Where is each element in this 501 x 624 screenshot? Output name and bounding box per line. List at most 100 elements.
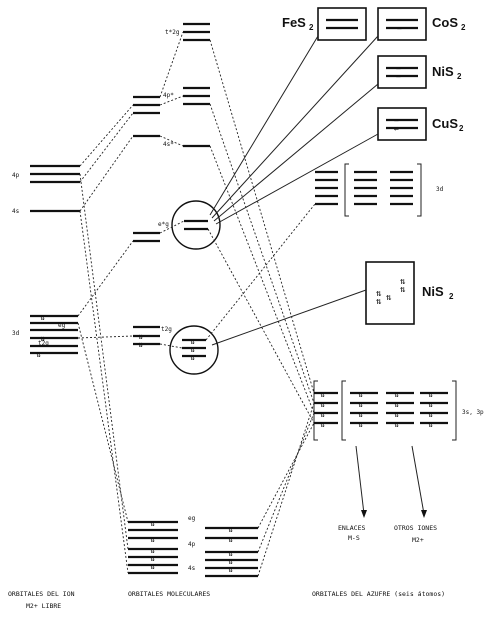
nis2-mid-box bbox=[365, 261, 415, 325]
label-4s-bottom: 4s bbox=[188, 565, 196, 572]
cus2-box bbox=[377, 107, 427, 141]
nis2-mid-sub: 2 bbox=[449, 292, 454, 301]
svg-text:⇅: ⇅ bbox=[320, 410, 325, 419]
t2g-circle bbox=[169, 325, 219, 375]
fes2-sub: 2 bbox=[309, 23, 314, 32]
svg-text:⇅: ⇅ bbox=[138, 340, 143, 349]
mo-left-stacks: ⇅ ⇅ bbox=[133, 95, 160, 349]
svg-text:⇅: ⇅ bbox=[150, 519, 155, 528]
caption-ion-line1: ORBITALES DEL ION bbox=[8, 590, 75, 598]
svg-text:⇅: ⇅ bbox=[428, 390, 433, 399]
svg-text:⇅: ⇅ bbox=[428, 400, 433, 409]
svg-text:⇅: ⇅ bbox=[320, 420, 325, 429]
svg-text:⇅: ⇅ bbox=[228, 535, 233, 544]
label-sulfur-3s3p: 3s, 3p bbox=[462, 409, 484, 416]
label-t2g-star: t*2g bbox=[165, 29, 180, 36]
captions: ORBITALES DEL ION M2+ LIBRE ORBITALES MO… bbox=[8, 590, 445, 610]
svg-text:⇅: ⇅ bbox=[138, 332, 143, 341]
label-eg-left: eg bbox=[58, 322, 66, 329]
nis2-top-group: ⇀ ↼ NiS 2 bbox=[377, 55, 462, 89]
nis2-top-label: NiS bbox=[432, 64, 454, 79]
enlaces-line1: ENLACES bbox=[338, 524, 365, 532]
label-eg-star: e*g bbox=[158, 221, 169, 228]
sulfur-3d-group: 3d bbox=[315, 163, 444, 217]
cos2-group: ↼ CoS 2 bbox=[377, 7, 466, 41]
svg-text:⇅: ⇅ bbox=[36, 350, 41, 359]
otros-line1: OTROS IONES bbox=[394, 524, 437, 532]
nis2-mid-group: ⇅ ⇅ ⇅ ⇅ ⇅ NiS 2 bbox=[365, 261, 454, 325]
svg-text:⇅: ⇅ bbox=[40, 313, 45, 322]
cos2-box bbox=[377, 7, 427, 41]
cos2-label: CoS bbox=[432, 15, 458, 30]
svg-text:⇅: ⇅ bbox=[228, 565, 233, 574]
svg-text:⇅: ⇅ bbox=[358, 390, 363, 399]
otros-line2: M2+ bbox=[412, 536, 424, 544]
cus2-group: ⇀ ⇌ CuS 2 bbox=[377, 107, 464, 141]
svg-text:⇅: ⇅ bbox=[394, 420, 399, 429]
svg-text:⇅: ⇅ bbox=[190, 353, 195, 362]
nis2-top-box bbox=[377, 55, 427, 89]
cus2-sub: 2 bbox=[459, 124, 464, 133]
svg-text:⇅: ⇅ bbox=[376, 289, 382, 299]
nis2-top-sub: 2 bbox=[457, 72, 462, 81]
free-ion-levels: 4p 4s 3d eg t2g ⇅ ⇅ ⇅ bbox=[12, 164, 80, 359]
svg-text:⇅: ⇅ bbox=[358, 420, 363, 429]
svg-text:⇅: ⇅ bbox=[394, 390, 399, 399]
bonding-stacks: ⇅ ⇅ ⇅ ⇅ ⇅ ⇅ ⇅ ⇅ ⇅ ⇅ eg 4p 4s bbox=[128, 515, 258, 578]
label-sulfur-3d: 3d bbox=[436, 186, 444, 193]
svg-text:⇅: ⇅ bbox=[428, 420, 433, 429]
svg-text:⇅: ⇅ bbox=[320, 390, 325, 399]
cus2-label: CuS bbox=[432, 116, 458, 131]
svg-text:⇅: ⇅ bbox=[358, 410, 363, 419]
svg-text:⇅: ⇅ bbox=[400, 277, 406, 287]
svg-text:⇅: ⇅ bbox=[40, 334, 45, 343]
fes2-group: FeS 2 bbox=[282, 7, 367, 41]
label-3d: 3d bbox=[12, 330, 20, 337]
eg-star-circle bbox=[171, 200, 221, 250]
svg-text:⇅: ⇅ bbox=[400, 285, 406, 295]
svg-text:⇅: ⇅ bbox=[228, 557, 233, 566]
caption-ion-line2: M2+ LIBRE bbox=[26, 602, 61, 610]
label-4s-star: 4s* bbox=[163, 141, 174, 148]
svg-text:⇅: ⇅ bbox=[386, 293, 392, 303]
svg-text:⇅: ⇅ bbox=[376, 297, 382, 307]
label-4p: 4p bbox=[12, 172, 20, 179]
caption-molecular: ORBITALES MOLECULARES bbox=[128, 590, 210, 598]
svg-text:⇅: ⇅ bbox=[150, 562, 155, 571]
label-4p-bottom: 4p bbox=[188, 541, 196, 548]
nis2-mid-label: NiS bbox=[422, 284, 444, 299]
svg-text:↼: ↼ bbox=[397, 24, 402, 33]
svg-text:⇅: ⇅ bbox=[428, 410, 433, 419]
svg-text:↼: ↼ bbox=[396, 72, 401, 81]
correlation-lines bbox=[77, 31, 316, 577]
svg-text:⇅: ⇅ bbox=[150, 546, 155, 555]
enlaces-line2: M-S bbox=[348, 534, 360, 542]
mo-right-stacks: t*2g 4p* 4s* e*g ⇅ ⇅ ⇅ t2g bbox=[158, 22, 221, 375]
label-t2g: t2g bbox=[161, 326, 172, 333]
label-4p-star: 4p* bbox=[163, 92, 174, 99]
svg-text:⇅: ⇅ bbox=[394, 410, 399, 419]
svg-text:⇅: ⇅ bbox=[228, 525, 233, 534]
label-t2g-left: t2g bbox=[38, 340, 49, 347]
svg-text:⇌: ⇌ bbox=[394, 124, 399, 133]
annotation-arrows: ENLACES M-S OTROS IONES M2+ bbox=[338, 445, 437, 544]
label-eg-bottom: eg bbox=[188, 515, 196, 522]
box-connectors bbox=[209, 35, 379, 346]
label-4s: 4s bbox=[12, 208, 20, 215]
svg-text:⇅: ⇅ bbox=[190, 345, 195, 354]
svg-text:⇀: ⇀ bbox=[394, 116, 399, 125]
svg-text:⇅: ⇅ bbox=[190, 337, 195, 346]
fes2-label: FeS bbox=[282, 15, 306, 30]
caption-sulfur: ORBITALES DEL AZUFRE (seis átomos) bbox=[312, 590, 445, 598]
svg-text:⇅: ⇅ bbox=[228, 549, 233, 558]
svg-text:⇅: ⇅ bbox=[394, 400, 399, 409]
svg-text:⇅: ⇅ bbox=[320, 400, 325, 409]
svg-text:⇅: ⇅ bbox=[150, 554, 155, 563]
cos2-sub: 2 bbox=[461, 23, 466, 32]
svg-text:⇀: ⇀ bbox=[396, 64, 401, 73]
svg-text:⇅: ⇅ bbox=[150, 535, 155, 544]
sulfur-3s3p-group: ⇅ ⇅ ⇅ ⇅ ⇅ ⇅ ⇅ ⇅ ⇅ ⇅ ⇅ ⇅ ⇅ ⇅ ⇅ ⇅ 3s, 3p bbox=[313, 380, 484, 441]
fes2-box bbox=[317, 7, 367, 41]
